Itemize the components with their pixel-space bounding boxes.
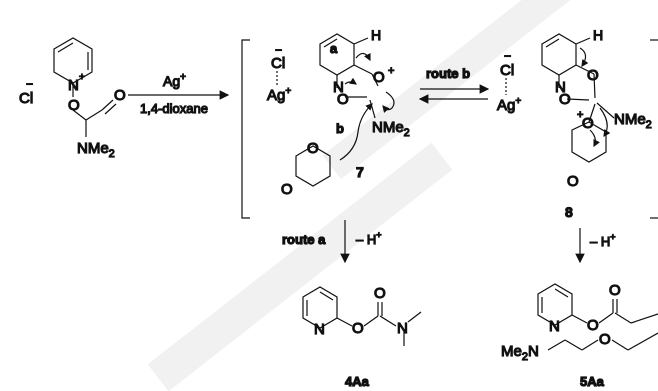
int7-n-atom: N: [333, 79, 344, 96]
product-5aa-ether-o: O: [599, 331, 611, 348]
bracket-left: [241, 39, 250, 219]
int8-amine: NMe2: [614, 111, 652, 131]
dioxane-7: [295, 145, 331, 187]
route-b-label: route b: [426, 66, 470, 81]
product-4aa-carbonyl-o: O: [374, 285, 386, 302]
route-a-proton-loss: – H+: [356, 230, 382, 247]
int8-ring-o-atom: O: [587, 67, 599, 84]
int7-structure: [319, 33, 395, 161]
int7-chloride-charge: −: [275, 43, 282, 57]
int8-chloride-charge: −: [504, 49, 511, 63]
int7-o-plus-charge: +: [388, 65, 394, 77]
main-arrow-solvent: 1,4-dioxane: [140, 101, 208, 116]
product-5aa-amine: Me2N: [501, 343, 539, 363]
int7-silver: Ag+: [267, 86, 291, 104]
reactant-carbonyl-o: O: [114, 87, 126, 104]
product-5aa-ester-o: O: [587, 317, 599, 334]
int8-n-atom: N: [555, 79, 566, 96]
int8-dioxane-o-bottom: O: [567, 173, 579, 190]
reactant-chloride: Cl: [19, 90, 33, 107]
reactant-structure: [53, 37, 117, 137]
reactant-n-plus: +: [79, 72, 85, 83]
int8-label: 8: [565, 204, 573, 220]
product-5aa-n-atom: N: [549, 318, 560, 335]
dioxane-7-o-bottom: O: [281, 181, 293, 198]
product-4aa-n-atom: N: [314, 321, 325, 338]
product-4aa-amine-n: N: [397, 320, 408, 337]
route-b-proton-loss: – H+: [590, 232, 616, 249]
reactant-chloride-charge: −: [26, 77, 33, 91]
reactant-o-atom: O: [68, 97, 80, 114]
int8-o-atom: O: [559, 91, 571, 108]
product-5aa-carbonyl-o: O: [609, 282, 621, 299]
int7-path-label-a: a: [330, 41, 338, 56]
int7-path-label-b: b: [336, 121, 344, 136]
int8-o-plus-atom: O: [582, 115, 594, 132]
dioxane-7-o-top: O: [307, 140, 319, 157]
int7-hydrogen: H: [371, 27, 381, 43]
int8-hydrogen: H: [593, 27, 603, 43]
route-a-label: route a: [282, 232, 326, 247]
int8-silver: Ag+: [497, 96, 521, 114]
product-4aa-ester-o: O: [352, 320, 364, 337]
int7-o-plus-atom: O: [373, 69, 385, 86]
product-4aa-label: 4Aa: [345, 374, 370, 389]
product-5aa-structure: [537, 283, 658, 351]
reactant-n-atom: N: [68, 77, 79, 94]
product-5aa-label: 5Aa: [580, 374, 605, 389]
int8-structure: [541, 33, 615, 163]
int7-amine: NMe2: [372, 119, 410, 139]
reactant-amine: NMe2: [77, 140, 115, 160]
int7-label: 7: [356, 164, 364, 180]
int8-o-plus-charge: +: [577, 109, 583, 121]
int7-o-atom: O: [337, 91, 349, 108]
main-arrow-reagent: Ag+: [163, 72, 186, 89]
product-4aa-structure: [302, 286, 422, 346]
int8-chloride: Cl: [500, 62, 514, 79]
int7-chloride: Cl: [271, 55, 285, 72]
